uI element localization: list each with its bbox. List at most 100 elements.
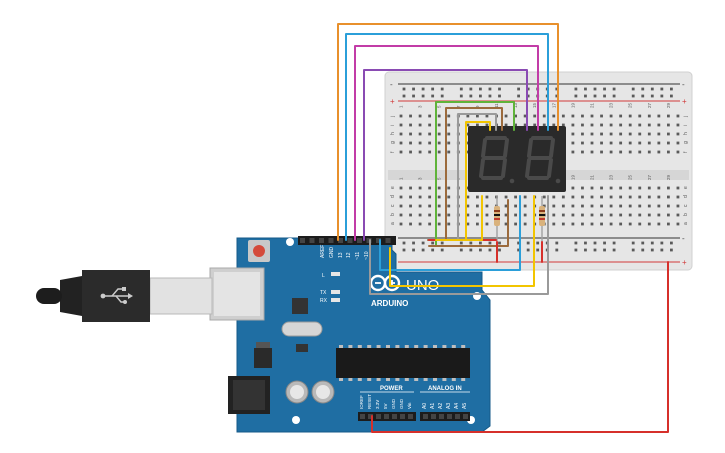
row-label: a bbox=[390, 222, 396, 225]
breadboard-hole bbox=[590, 186, 594, 190]
breadboard-hole bbox=[561, 222, 565, 226]
pin-label: Vin bbox=[407, 402, 412, 409]
breadboard-hole bbox=[552, 114, 556, 118]
wire-yellow-low bbox=[389, 195, 535, 287]
chip-pin bbox=[423, 345, 428, 348]
breadboard-hole bbox=[428, 186, 432, 190]
breadboard-hole bbox=[476, 114, 479, 118]
chip-pin bbox=[451, 345, 456, 348]
chip-pin bbox=[442, 345, 447, 348]
breadboard-hole bbox=[676, 213, 680, 217]
header-hole bbox=[463, 414, 468, 419]
header-hole bbox=[328, 238, 334, 243]
resistor[interactable] bbox=[494, 196, 500, 242]
breadboard-hole bbox=[447, 114, 451, 118]
breadboard-hole bbox=[418, 195, 422, 199]
wire-brown-b bbox=[428, 199, 509, 247]
rail-plus-label: + bbox=[682, 258, 687, 267]
rail-minus-label: - bbox=[390, 80, 393, 89]
column-label: 21 bbox=[590, 102, 595, 108]
chip-pin bbox=[414, 345, 419, 348]
breadboard-hole bbox=[631, 241, 635, 245]
row-label: d bbox=[683, 195, 689, 198]
pin-label: ~10 bbox=[364, 251, 370, 260]
row-label: i bbox=[683, 125, 689, 126]
row-label: h bbox=[683, 132, 689, 135]
breadboard-hole bbox=[409, 114, 412, 118]
header-hole bbox=[385, 238, 391, 243]
breadboard-hole bbox=[428, 195, 432, 199]
breadboard-hole bbox=[526, 241, 530, 245]
led-label-l: L bbox=[322, 273, 325, 279]
breadboard-hole bbox=[600, 132, 603, 136]
breadboard-hole bbox=[638, 114, 642, 118]
wire-yellow-b bbox=[435, 195, 483, 241]
atmega-chip-pins bbox=[339, 345, 466, 381]
reset-button-cap[interactable] bbox=[253, 245, 265, 257]
breadboard-hole bbox=[628, 123, 632, 127]
breadboard-hole bbox=[412, 87, 415, 91]
chip-pin bbox=[348, 378, 353, 381]
rail-minus-label: - bbox=[682, 80, 685, 89]
capacitor-top bbox=[316, 385, 330, 399]
row-label: g bbox=[390, 141, 396, 144]
header-hole bbox=[384, 414, 389, 419]
resistor[interactable] bbox=[539, 196, 545, 242]
breadboard-hole bbox=[571, 195, 575, 199]
breadboard-hole bbox=[466, 213, 470, 217]
breadboard-hole bbox=[536, 248, 540, 252]
chip-pin bbox=[461, 378, 466, 381]
breadboard-hole bbox=[670, 241, 673, 245]
column-label: 15 bbox=[532, 102, 537, 108]
seven-segment-display[interactable] bbox=[468, 126, 566, 192]
breadboard-hole bbox=[536, 241, 540, 245]
breadboard-hole bbox=[504, 123, 508, 127]
breadboard-hole bbox=[670, 94, 673, 98]
breadboard-hole bbox=[431, 248, 435, 252]
wire-gray-low bbox=[369, 195, 549, 295]
capacitor-top bbox=[290, 385, 304, 399]
breadboard-hole bbox=[647, 195, 651, 199]
usb-cable[interactable] bbox=[36, 270, 213, 322]
breadboard-hole bbox=[667, 204, 670, 208]
breadboard-hole bbox=[619, 114, 623, 118]
breadboard-hole bbox=[399, 150, 403, 154]
led-tx bbox=[331, 290, 340, 294]
chip-pin bbox=[386, 378, 390, 381]
breadboard-hole bbox=[667, 213, 670, 217]
breadboard-hole bbox=[600, 204, 603, 208]
pin-label: A5 bbox=[462, 403, 468, 409]
column-label: 19 bbox=[570, 174, 575, 180]
onboard-leds: L TX RX bbox=[320, 272, 340, 304]
breadboard-hole bbox=[399, 222, 403, 226]
column-label: 25 bbox=[628, 102, 633, 108]
wire-purple bbox=[363, 69, 528, 241]
breadboard-hole bbox=[504, 222, 508, 226]
row-label: e bbox=[390, 186, 396, 189]
breadboard-hole bbox=[612, 87, 616, 91]
breadboard-hole bbox=[574, 241, 578, 245]
column-label: 27 bbox=[647, 102, 652, 108]
breadboard-hole bbox=[561, 123, 565, 127]
breadboard-hole bbox=[600, 150, 603, 154]
breadboard-hole bbox=[437, 186, 441, 190]
breadboard-hole bbox=[437, 141, 441, 145]
analog-header[interactable] bbox=[420, 412, 470, 421]
chip-pin bbox=[404, 345, 409, 348]
row-label: h bbox=[390, 132, 396, 135]
breadboard-hole bbox=[485, 204, 489, 208]
breadboard-hole bbox=[667, 114, 670, 118]
rail-plus-label: + bbox=[682, 97, 687, 106]
digital-header[interactable] bbox=[298, 236, 396, 245]
breadboard-hole bbox=[459, 241, 463, 245]
row-label: i bbox=[390, 125, 396, 126]
breadboard-hole bbox=[631, 248, 635, 252]
wire-gray-top bbox=[457, 113, 497, 241]
wires[interactable] bbox=[337, 23, 669, 433]
breadboard-hole bbox=[609, 222, 613, 226]
header-hole bbox=[309, 238, 315, 243]
breadboard-hole bbox=[590, 123, 594, 127]
breadboard-hole bbox=[418, 213, 422, 217]
column-label: 17 bbox=[551, 102, 556, 108]
breadboard-hole bbox=[402, 248, 406, 252]
